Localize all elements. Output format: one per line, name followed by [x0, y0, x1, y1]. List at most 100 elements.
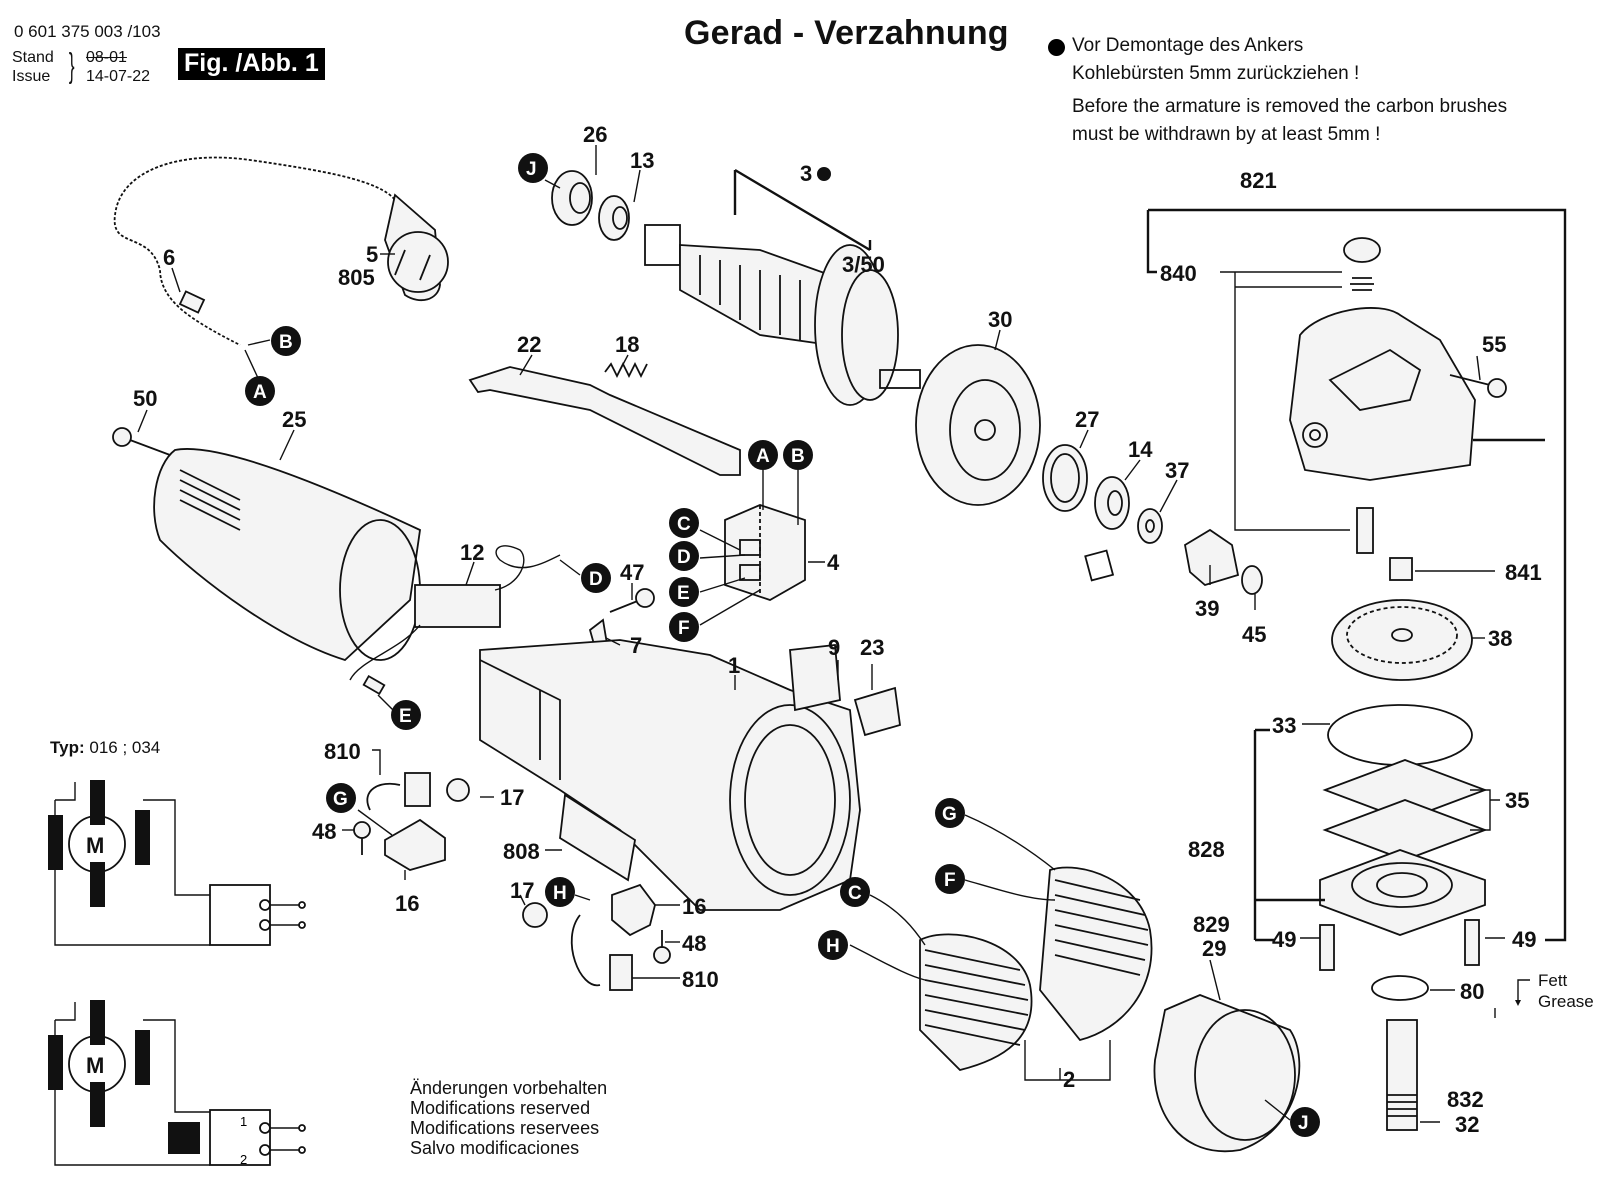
callout-j-top[interactable]: J	[518, 153, 548, 183]
callout-e-wire[interactable]: E	[391, 700, 421, 730]
callout-h-field[interactable]: H	[818, 930, 848, 960]
field-coil-front	[919, 933, 1033, 1071]
label-55[interactable]: 55	[1482, 332, 1506, 357]
callout-g-field[interactable]: G	[935, 798, 965, 828]
callout-f-field[interactable]: F	[935, 864, 965, 894]
note-en-line2: must be withdrawn by at least 5mm !	[1072, 124, 1381, 145]
bearing-14	[1094, 476, 1130, 530]
callout-c-field[interactable]: C	[840, 877, 870, 907]
label-32[interactable]: 32	[1455, 1112, 1479, 1137]
label-26[interactable]: 26	[583, 122, 607, 147]
mains-plug	[384, 193, 449, 302]
label-9[interactable]: 9	[828, 635, 840, 660]
label-4[interactable]: 4	[827, 550, 840, 575]
callout-g-brush[interactable]: G	[326, 783, 356, 813]
label-49-right[interactable]: 49	[1512, 927, 1536, 952]
label-810-right[interactable]: 810	[682, 967, 719, 992]
callout-h-brush[interactable]: H	[545, 877, 575, 907]
label-25[interactable]: 25	[282, 407, 306, 432]
label-27[interactable]: 27	[1075, 407, 1099, 432]
label-45[interactable]: 45	[1242, 622, 1266, 647]
bearing-26	[551, 170, 593, 226]
wire-e	[349, 624, 421, 681]
bracket-828	[1253, 728, 1325, 942]
callout-j-bottom[interactable]: J	[1290, 1107, 1320, 1137]
power-cord	[112, 155, 397, 348]
button-23	[853, 686, 901, 737]
label-50[interactable]: 50	[133, 386, 157, 411]
bearing-detail	[1084, 549, 1115, 582]
stand-label: Stand	[12, 49, 54, 66]
svg-text:F: F	[678, 618, 690, 639]
svg-text:J: J	[526, 159, 537, 180]
modifications-reserved: Änderungen vorbehalten Modifications res…	[410, 1078, 607, 1158]
label-16-right[interactable]: 16	[682, 894, 706, 919]
label-23[interactable]: 23	[860, 635, 884, 660]
label-6[interactable]: 6	[163, 245, 175, 270]
note-de-line2: Kohlebürsten 5mm zurückziehen !	[1072, 63, 1360, 84]
label-22[interactable]: 22	[517, 332, 541, 357]
bush-841	[1389, 557, 1413, 581]
main-housing-1	[479, 639, 861, 911]
label-1[interactable]: 1	[728, 653, 740, 678]
callout-d-wire[interactable]: D	[581, 563, 611, 593]
label-48-right[interactable]: 48	[682, 931, 706, 956]
bracket-840	[1220, 271, 1350, 531]
svg-text:H: H	[553, 883, 567, 904]
label-810-left[interactable]: 810	[324, 739, 361, 764]
field-coil-back	[1039, 866, 1153, 1042]
switch-pos-1: 1	[240, 1114, 247, 1129]
label-808[interactable]: 808	[503, 839, 540, 864]
label-821[interactable]: 821	[1240, 168, 1277, 193]
label-17-left[interactable]: 17	[500, 785, 524, 810]
svg-text:J: J	[1298, 1113, 1309, 1134]
label-3-50[interactable]: 3/50	[842, 252, 885, 277]
label-49-left[interactable]: 49	[1272, 927, 1296, 952]
label-840[interactable]: 840	[1160, 261, 1197, 286]
label-12[interactable]: 12	[460, 540, 484, 565]
label-33[interactable]: 33	[1272, 713, 1296, 738]
label-2[interactable]: 2	[1063, 1067, 1075, 1092]
callout-d-switch[interactable]: D	[669, 541, 699, 571]
part-labels: 26 13 3 3/50 821 840 55 6 5 805 22 18 30…	[133, 122, 1542, 1137]
screw-50	[112, 427, 171, 456]
label-35[interactable]: 35	[1505, 788, 1529, 813]
washer-37	[1137, 508, 1163, 544]
callout-b-switch[interactable]: B	[783, 440, 813, 470]
svg-text:E: E	[677, 583, 690, 604]
label-5[interactable]: 5	[366, 242, 378, 267]
callout-b-cord[interactable]: B	[271, 326, 301, 356]
label-841[interactable]: 841	[1505, 560, 1542, 585]
label-38[interactable]: 38	[1488, 626, 1512, 651]
spring-17-left	[446, 778, 470, 802]
label-16-left[interactable]: 16	[395, 891, 419, 916]
label-80[interactable]: 80	[1460, 979, 1484, 1004]
label-37[interactable]: 37	[1165, 458, 1189, 483]
label-48-left[interactable]: 48	[312, 819, 336, 844]
label-828[interactable]: 828	[1188, 837, 1225, 862]
label-805[interactable]: 805	[338, 265, 375, 290]
bearing-flange	[1319, 849, 1486, 936]
label-3[interactable]: 3	[800, 161, 812, 186]
callout-f-switch[interactable]: F	[669, 612, 699, 642]
svg-text:C: C	[677, 514, 691, 535]
label-29[interactable]: 29	[1202, 936, 1226, 961]
label-7[interactable]: 7	[630, 633, 642, 658]
page-title: Gerad - Verzahnung	[684, 14, 1009, 52]
ring-80	[1371, 975, 1429, 1001]
callout-a-cord[interactable]: A	[245, 376, 275, 406]
label-13[interactable]: 13	[630, 148, 654, 173]
label-829[interactable]: 829	[1193, 912, 1230, 937]
label-30[interactable]: 30	[988, 307, 1012, 332]
callout-a-switch[interactable]: A	[748, 440, 778, 470]
label-14[interactable]: 14	[1128, 437, 1153, 462]
brush-lead-810-left	[366, 782, 401, 811]
callout-c-switch[interactable]: C	[669, 508, 699, 538]
footer-line2: Modifications reserved	[410, 1098, 591, 1118]
label-832[interactable]: 832	[1447, 1087, 1484, 1112]
label-18[interactable]: 18	[615, 332, 639, 357]
label-17-right[interactable]: 17	[510, 878, 534, 903]
label-39[interactable]: 39	[1195, 596, 1219, 621]
callout-e-switch[interactable]: E	[669, 577, 699, 607]
label-47[interactable]: 47	[620, 560, 644, 585]
